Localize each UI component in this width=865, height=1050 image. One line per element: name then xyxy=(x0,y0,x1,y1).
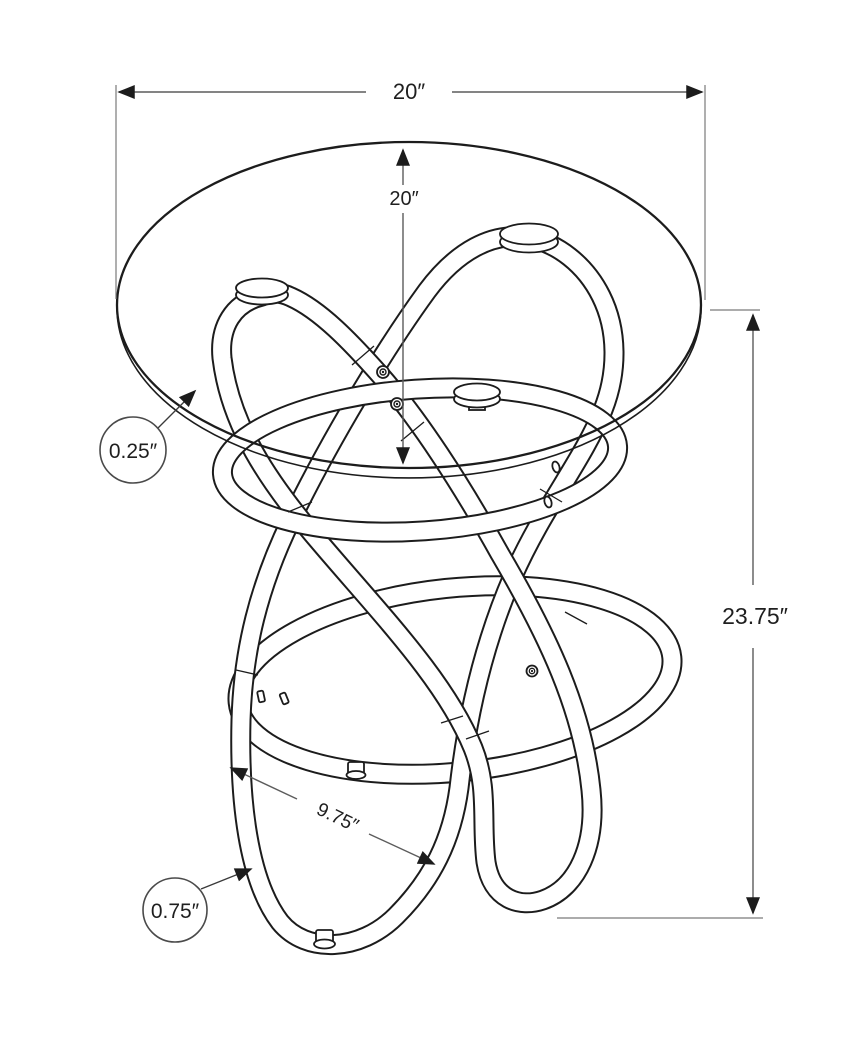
callout-glass-thickness: 0.25″ xyxy=(99,389,197,484)
top-width-label: 20″ xyxy=(393,79,425,104)
screw-icon xyxy=(390,397,404,411)
tube-joint-lines xyxy=(235,345,588,740)
glass-mount-cap-right xyxy=(499,222,559,254)
glass-thickness-label: 0.25″ xyxy=(109,440,158,463)
screw-icon xyxy=(376,365,390,379)
side-screw-icon xyxy=(256,460,561,706)
callout-tube-diameter: 0.75″ xyxy=(142,868,253,943)
screw-icon xyxy=(525,664,539,678)
height-label: 23.75″ xyxy=(722,603,788,629)
top-depth-label: 20″ xyxy=(389,188,418,210)
glass-top xyxy=(115,140,703,479)
base-loop-label: 9.75″ xyxy=(313,799,362,837)
callout-circle xyxy=(99,416,167,484)
glass-mount-cap-center xyxy=(453,382,501,411)
foot-glide-base xyxy=(313,929,336,950)
dimension-top-width: 20″ xyxy=(115,79,706,300)
callout-circle xyxy=(142,877,208,943)
glass-mount-cap-left xyxy=(235,277,289,306)
dimension-top-depth: 20″ xyxy=(389,148,419,465)
foot-glide-ring xyxy=(345,761,367,780)
glass-thickness-edge xyxy=(116,307,702,479)
dimension-overall-height: 23.75″ xyxy=(557,309,788,919)
tube-diameter-label: 0.75″ xyxy=(151,900,200,923)
